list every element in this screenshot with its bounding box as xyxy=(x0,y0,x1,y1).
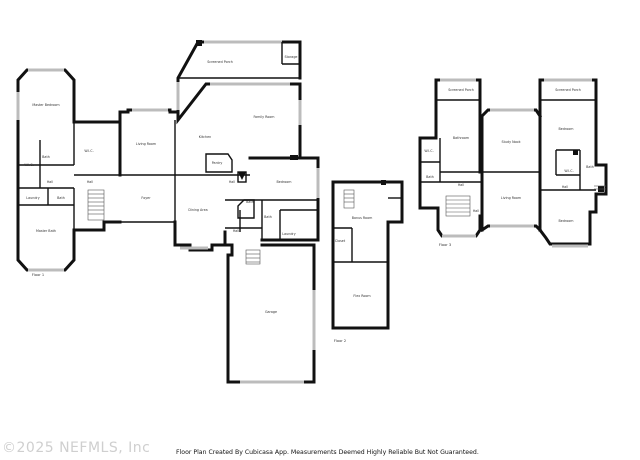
room-wic-3: W.I.C. xyxy=(424,149,433,153)
room-wic-2: W.I.C. xyxy=(24,163,33,167)
room-foyer: Foyer xyxy=(141,196,151,200)
room-pantry: Pantry xyxy=(212,161,223,165)
floor-3-label: Floor 3 xyxy=(439,243,451,247)
room-master-bedroom: Master Bedroom xyxy=(32,103,59,107)
stairs-floor-3-right xyxy=(594,185,606,190)
room-living-room: Living Room xyxy=(136,142,156,146)
garage-stairs xyxy=(245,249,261,265)
room-screened-porch-3: Screened Porch xyxy=(555,88,581,92)
room-bath-1: Bath xyxy=(57,196,65,200)
room-hall-6: Hall xyxy=(473,209,479,213)
floor-2-label: Floor 2 xyxy=(334,339,346,343)
plan-credit-note: Floor Plan Created By Cubicasa App. Meas… xyxy=(176,449,479,456)
room-hall-4: Hall xyxy=(233,229,239,233)
stairs-floor-3 xyxy=(445,195,471,217)
room-hall-3: Hall xyxy=(229,180,235,184)
room-flex-room: Flex Room xyxy=(353,294,370,298)
room-storage: Storage xyxy=(285,55,298,59)
room-hall-1: Hall xyxy=(47,180,53,184)
room-dining-area: Dining Area xyxy=(188,208,207,212)
room-bath-2: Bath xyxy=(246,200,254,204)
room-hall-2: Hall xyxy=(87,180,93,184)
room-hall-5: Hall xyxy=(458,183,464,187)
room-closet: Closet xyxy=(335,239,346,243)
room-garage: Garage xyxy=(265,310,277,314)
room-wic-1: W.I.C. xyxy=(84,149,93,153)
room-bath-4: Bath xyxy=(426,175,434,179)
stairs-floor-2 xyxy=(343,189,355,209)
room-bedroom-1: Bedroom xyxy=(277,180,292,184)
room-bath-3: Bath xyxy=(264,215,272,219)
floor-1-plan: Master Bedroom W.I.C. W.I.C. Bath Hall H… xyxy=(16,40,320,384)
room-bath-master: Bath xyxy=(42,155,50,159)
copyright-watermark: ©2025 NEFMLS, Inc xyxy=(2,440,151,456)
room-family-room: Family Room xyxy=(253,115,274,119)
floor-1-label: Floor 1 xyxy=(32,273,44,277)
room-screened-porch: Screened Porch xyxy=(207,60,233,64)
stairs-floor-1 xyxy=(87,189,105,221)
room-hall-7: Hall xyxy=(562,185,568,189)
room-bonus-room: Bonus Room xyxy=(352,216,373,220)
room-bath-5: Bath xyxy=(586,165,594,169)
room-laundry-1: Laundry xyxy=(26,196,39,200)
room-wic-4: W.I.C. xyxy=(564,169,573,173)
room-bedroom-3: Bedroom xyxy=(559,219,574,223)
room-laundry-2: Laundry xyxy=(282,232,295,236)
room-bathroom: Bathroom xyxy=(453,136,469,140)
floor-2-plan: Bonus Room Closet Flex Room Floor 2 xyxy=(331,180,404,343)
room-screened-porch-2: Screened Porch xyxy=(448,88,474,92)
room-living-room-2: Living Room xyxy=(501,196,521,200)
floor-3-plan: Screened Porch Screened Porch Bathroom W… xyxy=(418,78,608,248)
room-bedroom-2: Bedroom xyxy=(559,127,574,131)
room-kitchen: Kitchen xyxy=(199,135,211,139)
room-study-nook: Study Nook xyxy=(502,140,521,144)
room-master-bath: Master Bath xyxy=(36,229,56,233)
